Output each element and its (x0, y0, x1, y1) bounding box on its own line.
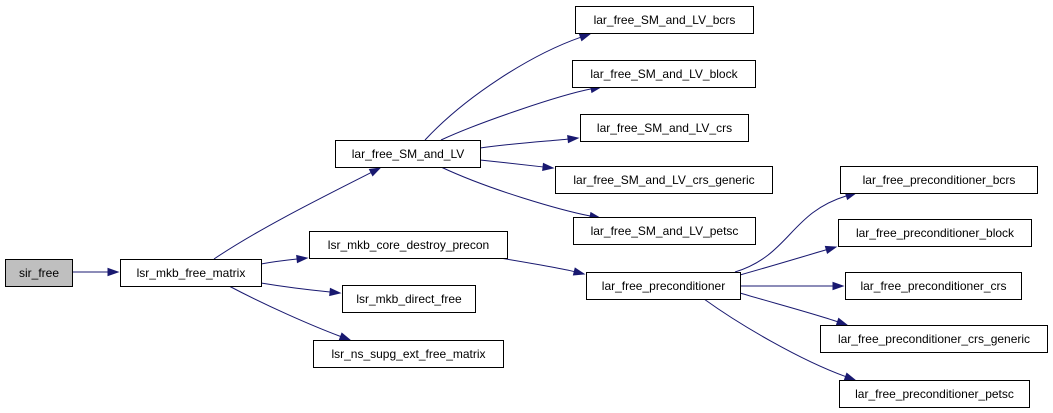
node-lar_free_SM_and_LV_block[interactable]: lar_free_SM_and_LV_block (572, 60, 756, 88)
edge-line (440, 166, 591, 217)
edge-lar_free_preconditioner-to-lar_free_preconditioner_petsc (703, 298, 857, 381)
arrow-head (567, 134, 580, 144)
node-lsr_mkb_core_destroy_precon[interactable]: lsr_mkb_core_destroy_precon (309, 231, 508, 259)
arrow-head (572, 267, 586, 276)
edge-line (479, 138, 569, 149)
edge-line (734, 195, 847, 273)
node-label: lar_free_SM_and_LV_crs (597, 121, 732, 135)
root-node-box (5, 259, 73, 287)
edge-lar_free_SM_and_LV-to-lar_free_SM_and_LV_crs (479, 134, 580, 149)
node-lar_free_preconditioner_block[interactable]: lar_free_preconditioner_block (838, 219, 1032, 247)
node-label: lar_free_preconditioner_block (856, 226, 1015, 240)
node-label: lsr_mkb_direct_free (356, 292, 462, 306)
edge-line (479, 159, 544, 168)
node-label: lar_free_SM_and_LV_crs_generic (573, 173, 754, 187)
node-label: lar_free_preconditioner_petsc (855, 387, 1014, 401)
node-box (575, 6, 754, 34)
nodes-layer: sir_free lsr_mkb_free_matrix lar_free_SM_a… (5, 6, 1048, 408)
node-box (335, 140, 481, 168)
node-lar_free_SM_and_LV[interactable]: lar_free_SM_and_LV (335, 140, 481, 168)
edge-lar_free_preconditioner-to-lar_free_preconditioner_bcrs (734, 192, 858, 273)
edge-lar_free_SM_and_LV-to-lar_free_SM_and_LV_crs_generic (479, 159, 555, 172)
node-lsr_ns_supg_ext_free_matrix[interactable]: lsr_ns_supg_ext_free_matrix (313, 340, 504, 368)
node-box (580, 114, 749, 142)
edge-line (499, 257, 575, 273)
node-lar_free_preconditioner[interactable]: lar_free_preconditioner (586, 272, 741, 300)
node-box (840, 166, 1038, 194)
edges-layer (72, 33, 858, 381)
arrow-head (824, 245, 838, 254)
node-box (820, 325, 1048, 353)
node-box (555, 166, 773, 194)
node-box (313, 340, 504, 368)
edge-line (260, 258, 298, 265)
node-lar_free_preconditioner_crs_generic[interactable]: lar_free_preconditioner_crs_generic (820, 325, 1048, 353)
node-label: lar_free_preconditioner (602, 279, 725, 293)
node-box (573, 217, 756, 245)
edge-lsr_mkb_free_matrix-to-lsr_mkb_core_destroy_precon (260, 254, 309, 265)
arrow-head (368, 167, 382, 177)
edge-lsr_mkb_free_matrix-to-lsr_ns_supg_ext_free_matrix (228, 285, 352, 341)
edge-lsr_mkb_free_matrix-to-lsr_mkb_direct_free (260, 282, 342, 297)
edge-line (424, 36, 581, 141)
node-lar_free_preconditioner_petsc[interactable]: lar_free_preconditioner_petsc (839, 380, 1030, 408)
node-label: lsr_mkb_free_matrix (137, 266, 246, 280)
edge-line (228, 285, 341, 337)
edge-line (213, 172, 372, 260)
edge-line (739, 249, 827, 276)
arrow-head (835, 317, 849, 326)
arrow-head (296, 254, 309, 264)
node-box (586, 272, 741, 300)
node-box (838, 219, 1032, 247)
node-label: lar_free_SM_and_LV_block (590, 67, 738, 81)
edge-line (260, 282, 331, 293)
node-lsr_mkb_free_matrix[interactable]: lsr_mkb_free_matrix (120, 259, 262, 287)
node-box (342, 285, 476, 313)
arrow-head (578, 33, 592, 42)
arrow-head (832, 281, 845, 291)
node-box (309, 231, 508, 259)
edge-lar_free_SM_and_LV-to-lar_free_SM_and_LV_bcrs (424, 33, 592, 141)
node-label: sir_free (19, 266, 59, 280)
edge-lsr_mkb_free_matrix-to-lar_free_SM_and_LV (213, 167, 382, 260)
node-box (845, 272, 1022, 300)
edge-sir_free-to-lsr_mkb_free_matrix (72, 267, 120, 277)
node-box (120, 259, 262, 287)
edge-lar_free_preconditioner-to-lar_free_preconditioner_crs (739, 281, 845, 291)
node-lar_free_preconditioner_bcrs[interactable]: lar_free_preconditioner_bcrs (840, 166, 1038, 194)
node-label: lar_free_SM_and_LV_bcrs (594, 13, 736, 27)
node-label: lsr_ns_supg_ext_free_matrix (331, 347, 485, 361)
edge-lsr_mkb_core_destroy_precon-to-lar_free_preconditioner (499, 257, 586, 276)
node-lar_free_SM_and_LV_bcrs[interactable]: lar_free_SM_and_LV_bcrs (575, 6, 754, 34)
edge-line (440, 88, 592, 141)
node-label: lar_free_preconditioner_bcrs (863, 173, 1016, 187)
arrow-head (329, 287, 342, 297)
node-label: lar_free_preconditioner_crs (860, 279, 1006, 293)
node-lar_free_SM_and_LV_petsc[interactable]: lar_free_SM_and_LV_petsc (573, 217, 756, 245)
node-lar_free_preconditioner_crs[interactable]: lar_free_preconditioner_crs (845, 272, 1022, 300)
node-lsr_mkb_direct_free[interactable]: lsr_mkb_direct_free (342, 285, 476, 313)
node-lar_free_SM_and_LV_crs_generic[interactable]: lar_free_SM_and_LV_crs_generic (555, 166, 773, 194)
node-sir_free[interactable]: sir_free (5, 259, 73, 287)
node-label: lsr_mkb_core_destroy_precon (328, 238, 489, 252)
node-box (839, 380, 1030, 408)
arrow-head (843, 372, 857, 381)
node-lar_free_SM_and_LV_crs[interactable]: lar_free_SM_and_LV_crs (580, 114, 749, 142)
edge-lar_free_preconditioner-to-lar_free_preconditioner_crs_generic (739, 292, 849, 326)
node-label: lar_free_SM_and_LV (352, 147, 465, 161)
edge-line (703, 298, 846, 378)
arrow-head (338, 332, 352, 341)
node-box (572, 60, 756, 88)
node-label: lar_free_preconditioner_crs_generic (838, 332, 1030, 346)
edge-lar_free_preconditioner-to-lar_free_preconditioner_block (739, 245, 838, 276)
arrow-head (107, 267, 120, 277)
edge-line (739, 292, 838, 323)
arrow-head (542, 162, 555, 172)
edge-lar_free_SM_and_LV-to-lar_free_SM_and_LV_block (440, 84, 603, 141)
node-label: lar_free_SM_and_LV_petsc (591, 224, 739, 238)
